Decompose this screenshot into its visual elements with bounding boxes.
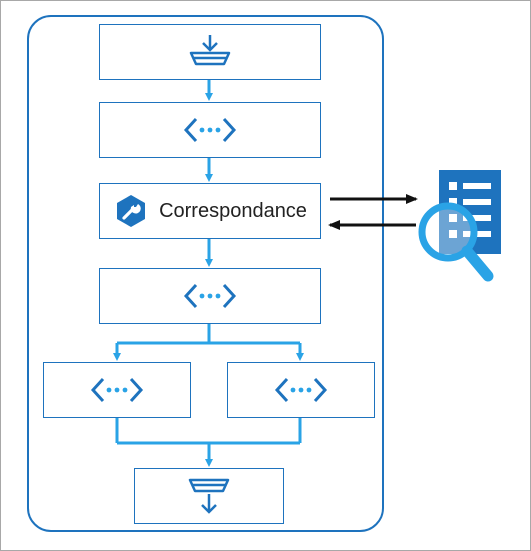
inbox-download-icon xyxy=(189,35,231,66)
inbox-upload-icon xyxy=(188,478,230,514)
code-brackets-icon xyxy=(183,283,237,309)
process-step-box-1 xyxy=(99,102,321,158)
wrench-hexagon-icon xyxy=(117,195,146,227)
correspondance-label: Correspondance xyxy=(159,199,307,222)
code-brackets-icon xyxy=(274,377,328,403)
pipeline-container xyxy=(27,15,384,532)
correspondance-step-box: Correspondance xyxy=(99,183,321,239)
process-step-box-2 xyxy=(99,268,321,324)
branch-step-box-left xyxy=(43,362,191,418)
code-brackets-icon xyxy=(90,377,144,403)
branch-step-box-right xyxy=(227,362,375,418)
code-brackets-icon xyxy=(183,117,237,143)
input-step-box xyxy=(99,24,321,80)
output-step-box xyxy=(134,468,284,524)
document-search-icon xyxy=(418,170,501,282)
